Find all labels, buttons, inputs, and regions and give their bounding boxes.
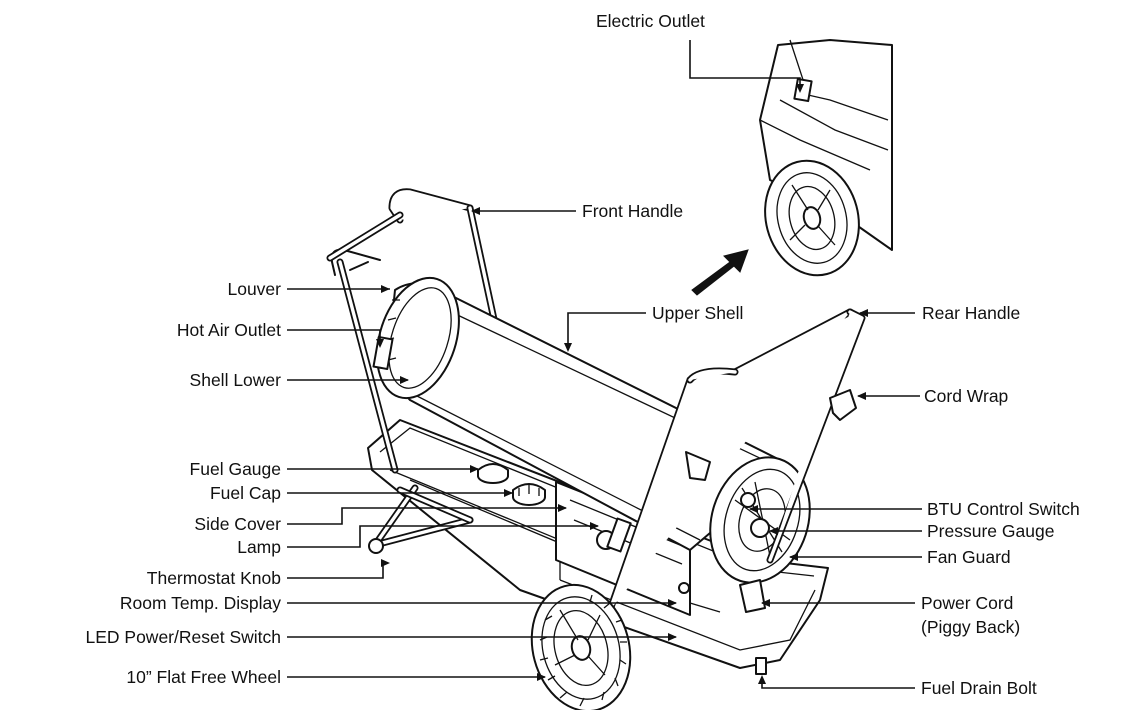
label-hot-air-outlet: Hot Air Outlet [177, 320, 281, 340]
label-electric-outlet: Electric Outlet [596, 11, 705, 31]
leader-side-cover [287, 507, 566, 525]
inset-arrow [691, 249, 749, 296]
heater-illustration [326, 188, 866, 710]
label-led-power-reset-switch: LED Power/Reset Switch [86, 627, 282, 647]
louver [372, 336, 394, 370]
label-pressure-gauge: Pressure Gauge [927, 521, 1054, 541]
label-thermostat-knob: Thermostat Knob [147, 568, 281, 588]
label-power-cord-sub: (Piggy Back) [921, 617, 1020, 637]
label-shell-lower: Shell Lower [190, 370, 282, 390]
label-cord-wrap: Cord Wrap [924, 386, 1008, 406]
flat-free-wheel [530, 583, 632, 710]
cord-wrap [829, 389, 857, 421]
label-upper-shell: Upper Shell [652, 303, 743, 323]
label-room-temp-display: Room Temp. Display [120, 593, 281, 613]
fuel-cap [512, 483, 546, 506]
part-labels: Electric Outlet Front Handle Upper Shell… [86, 11, 1080, 698]
label-louver: Louver [227, 279, 281, 299]
label-rear-handle: Rear Handle [922, 303, 1020, 323]
label-btu-control-switch: BTU Control Switch [927, 499, 1080, 519]
leader-upper-shell [567, 312, 646, 350]
label-fuel-gauge: Fuel Gauge [190, 459, 281, 479]
leader-thermostat-knob [287, 562, 388, 579]
label-side-cover: Side Cover [194, 514, 281, 534]
leader-hot-air-outlet [287, 329, 381, 345]
room-temp-display [606, 517, 632, 553]
leader-fuel-drain-bolt [761, 678, 915, 689]
hot-air-outlet [376, 276, 460, 400]
electric-outlet [793, 77, 813, 103]
inset-wheel [764, 159, 860, 277]
rear-handle [606, 308, 866, 614]
pressure-gauge [750, 518, 770, 538]
label-front-handle: Front Handle [582, 201, 683, 221]
label-fuel-drain-bolt: Fuel Drain Bolt [921, 678, 1037, 698]
label-power-cord: Power Cord [921, 593, 1013, 613]
fuel-drain-bolt [755, 657, 767, 675]
front-stand [368, 484, 474, 554]
label-fan-guard: Fan Guard [927, 547, 1011, 567]
label-flat-free-wheel: 10” Flat Free Wheel [126, 667, 281, 687]
leader-arrowheads [376, 84, 868, 684]
label-fuel-cap: Fuel Cap [210, 483, 281, 503]
label-lamp: Lamp [237, 537, 281, 557]
leader-lamp [287, 525, 598, 548]
btu-control-switch [740, 492, 756, 508]
led-power-reset-switch [678, 582, 690, 594]
inset-electric-outlet-detail [759, 39, 893, 277]
fuel-gauge [477, 463, 509, 484]
power-cord [739, 579, 766, 613]
